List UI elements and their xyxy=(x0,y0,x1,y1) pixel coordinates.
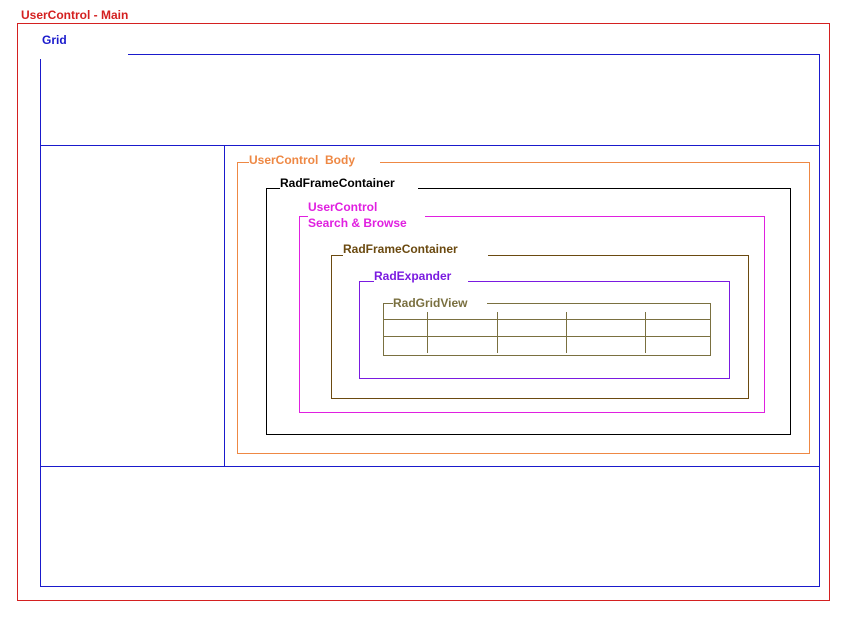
gridview-column-line xyxy=(645,312,646,353)
radframecontainer-inner-box xyxy=(331,255,749,399)
usercontrol-main-box xyxy=(17,23,830,601)
radframecontainer-outer-box xyxy=(266,188,791,435)
radframecontainer-inner-label: RadFrameContainer xyxy=(343,242,488,256)
radexpander-label: RadExpander xyxy=(374,269,468,283)
radgridview-label: RadGridView xyxy=(393,296,487,310)
grid-box xyxy=(40,54,820,587)
gridview-row-line xyxy=(383,319,711,320)
usercontrol-main-label: UserControl - Main xyxy=(14,8,220,22)
usercontrol-body-label: UserControl Body xyxy=(249,153,380,167)
grid-column-divider xyxy=(224,145,225,466)
grid-row-divider-top xyxy=(40,145,820,146)
gridview-row-line xyxy=(383,336,711,337)
gridview-column-line xyxy=(427,312,428,353)
usercontrol-search-box xyxy=(299,216,765,413)
radgridview-box xyxy=(383,303,711,356)
usercontrol-search-label-2: Search & Browse xyxy=(308,216,425,230)
grid-label: Grid xyxy=(39,33,128,59)
usercontrol-search-label-1: UserControl xyxy=(308,200,378,214)
gridview-column-line xyxy=(566,312,567,353)
grid-row-divider-bottom xyxy=(40,466,820,467)
radexpander-box xyxy=(359,281,730,379)
usercontrol-body-box xyxy=(237,162,810,454)
radframecontainer-outer-label: RadFrameContainer xyxy=(280,176,418,190)
gridview-column-line xyxy=(497,312,498,353)
